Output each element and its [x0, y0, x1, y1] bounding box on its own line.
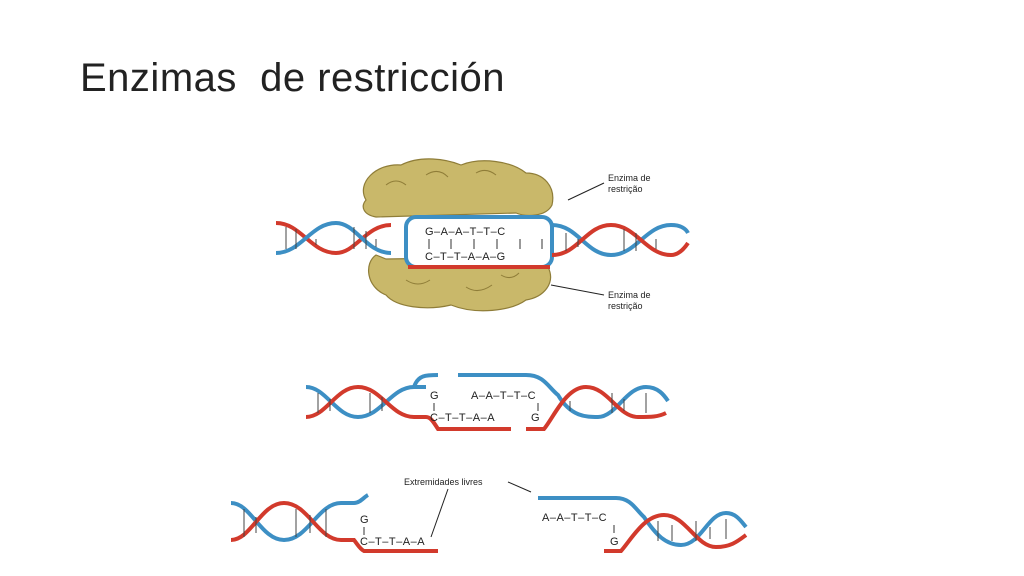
stage1-bottom-sequence: C–T–T–A–A–G: [425, 251, 506, 263]
slide-title: Enzimas de restricción: [80, 56, 505, 100]
stage2-right-bottom: G: [531, 412, 540, 424]
strand-red-left-2: [305, 384, 511, 431]
stage3-right-top: A–A–T–T–C: [542, 512, 607, 524]
stage3-left-top: G: [360, 514, 369, 526]
strand-blue-right-2: [458, 373, 670, 420]
stage3-left-bottom: C–T–T–A–A: [360, 536, 425, 548]
enzyme-label-top-line2: restrição: [608, 184, 643, 194]
strand-red-right-2: [526, 384, 667, 431]
stage2-left-top: G: [430, 390, 439, 402]
stage-2-cut-dna: G C–T–T–A–A A–A–T–T–C G: [305, 373, 670, 431]
stage2-right-top: A–A–T–T–C: [471, 390, 536, 402]
strand-red-left-1: [275, 221, 392, 256]
enzyme-label-bottom-line2: restrição: [608, 301, 643, 311]
strand-blue-left-2: [305, 385, 426, 420]
enzyme-label-bottom-line1: Enzima de: [608, 290, 651, 300]
stage3-right-bottom: G: [610, 536, 619, 548]
stage2-left-bottom: C–T–T–A–A: [430, 412, 495, 424]
base-pair-rungs: [243, 227, 727, 541]
stage-1-enzyme-binding: G–A–A–T–T–C C–T–T–A–A–G Enzima de restri…: [275, 158, 690, 312]
restriction-enzyme-diagram: G–A–A–T–T–C C–T–T–A–A–G Enzima de restri…: [226, 155, 749, 570]
enzyme-label-top-line1: Enzima de: [608, 173, 651, 183]
strand-red-right-3: [604, 512, 748, 553]
strand-blue-right-3: [538, 496, 748, 548]
stage1-top-sequence: G–A–A–T–T–C: [425, 226, 506, 238]
strand-blue-left-1: [275, 220, 392, 255]
free-ends-label: Extremidades livres: [404, 477, 483, 487]
strand-blue-left-cap: [412, 373, 439, 388]
